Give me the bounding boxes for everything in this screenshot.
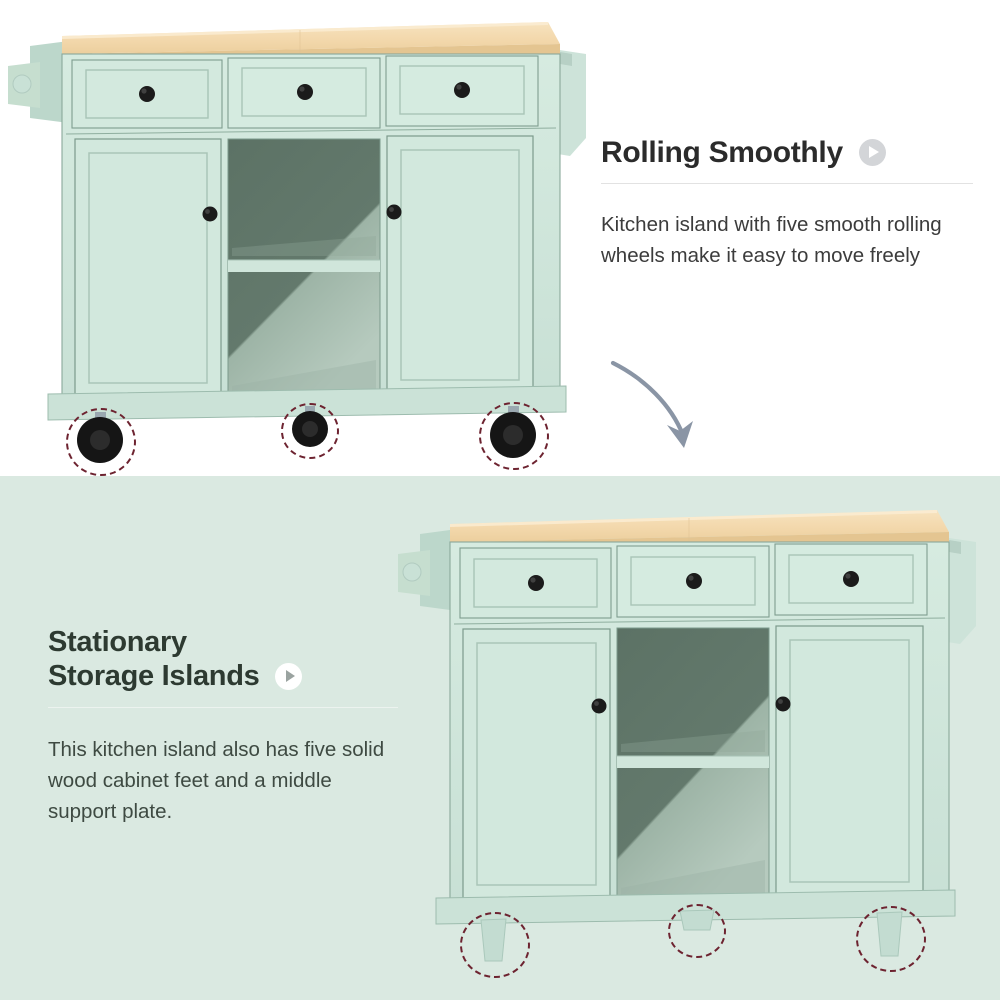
- transition-arrow: [605, 345, 735, 455]
- kitchen-island-rolling: [0, 8, 610, 476]
- wheel-highlight-ring-left: [66, 408, 136, 476]
- drawer-row: [65, 55, 557, 135]
- island-illustration-top: [8, 22, 586, 463]
- cabinet-door-left[interactable]: [74, 138, 222, 398]
- rolling-body-text: Kitchen island with five smooth rolling …: [601, 212, 942, 267]
- rolling-heading-row: Rolling Smoothly: [601, 136, 973, 170]
- knob-icon[interactable]: [454, 82, 470, 98]
- knob-icon[interactable]: [591, 698, 607, 714]
- stationary-heading-line-2: Storage Islands: [48, 660, 260, 693]
- shelf-board: [617, 756, 769, 768]
- knob-icon[interactable]: [297, 84, 313, 100]
- wheel-highlight-ring-center: [281, 403, 339, 459]
- rolling-divider: [601, 182, 973, 184]
- play-chevron-icon[interactable]: [275, 662, 303, 690]
- play-chevron-icon[interactable]: [858, 138, 886, 166]
- curved-down-arrow-icon: [610, 360, 693, 448]
- foot-highlight-ring-right: [856, 906, 926, 972]
- stationary-divider: [48, 706, 398, 708]
- stationary-text-block: Stationary Storage Islands This kitchen …: [48, 626, 398, 827]
- stationary-body-text: This kitchen island also has five solid …: [48, 737, 385, 824]
- knob-icon[interactable]: [775, 696, 791, 712]
- cabinet-door-left[interactable]: [462, 628, 611, 900]
- knob-icon[interactable]: [386, 204, 402, 220]
- foot-highlight-ring-center: [668, 904, 726, 958]
- shelf-board: [228, 260, 380, 272]
- kitchen-island-stationary: [388, 506, 1000, 978]
- open-shelf-section: [227, 138, 381, 398]
- drawer-1[interactable]: [71, 59, 223, 129]
- cabinet-door-right[interactable]: [386, 135, 534, 395]
- drawer-1[interactable]: [459, 547, 612, 619]
- drawer-2[interactable]: [616, 545, 770, 618]
- knob-icon[interactable]: [202, 206, 218, 222]
- cabinet-door-right[interactable]: [775, 625, 924, 897]
- section-rolling-smoothly: Rolling Smoothly Kitchen island with fiv…: [0, 0, 1000, 476]
- knob-icon[interactable]: [139, 86, 155, 102]
- drawer-3[interactable]: [385, 55, 539, 127]
- open-shelf-section: [616, 627, 770, 901]
- wheel-highlight-ring-right: [479, 402, 549, 470]
- rolling-text-block: Rolling Smoothly Kitchen island with fiv…: [601, 136, 973, 271]
- section-stationary-storage: Stationary Storage Islands This kitchen …: [0, 476, 1000, 1000]
- stationary-heading-line-1: Stationary: [48, 626, 187, 658]
- drawer-2[interactable]: [227, 57, 381, 129]
- knob-icon[interactable]: [528, 575, 544, 591]
- drawer-row: [453, 543, 946, 625]
- drawer-3[interactable]: [774, 543, 928, 616]
- rolling-heading: Rolling Smoothly: [601, 136, 843, 169]
- knob-icon[interactable]: [843, 571, 859, 587]
- foot-highlight-ring-left: [460, 912, 530, 978]
- stationary-heading-row: Storage Islands: [48, 660, 398, 692]
- knob-icon[interactable]: [686, 573, 702, 589]
